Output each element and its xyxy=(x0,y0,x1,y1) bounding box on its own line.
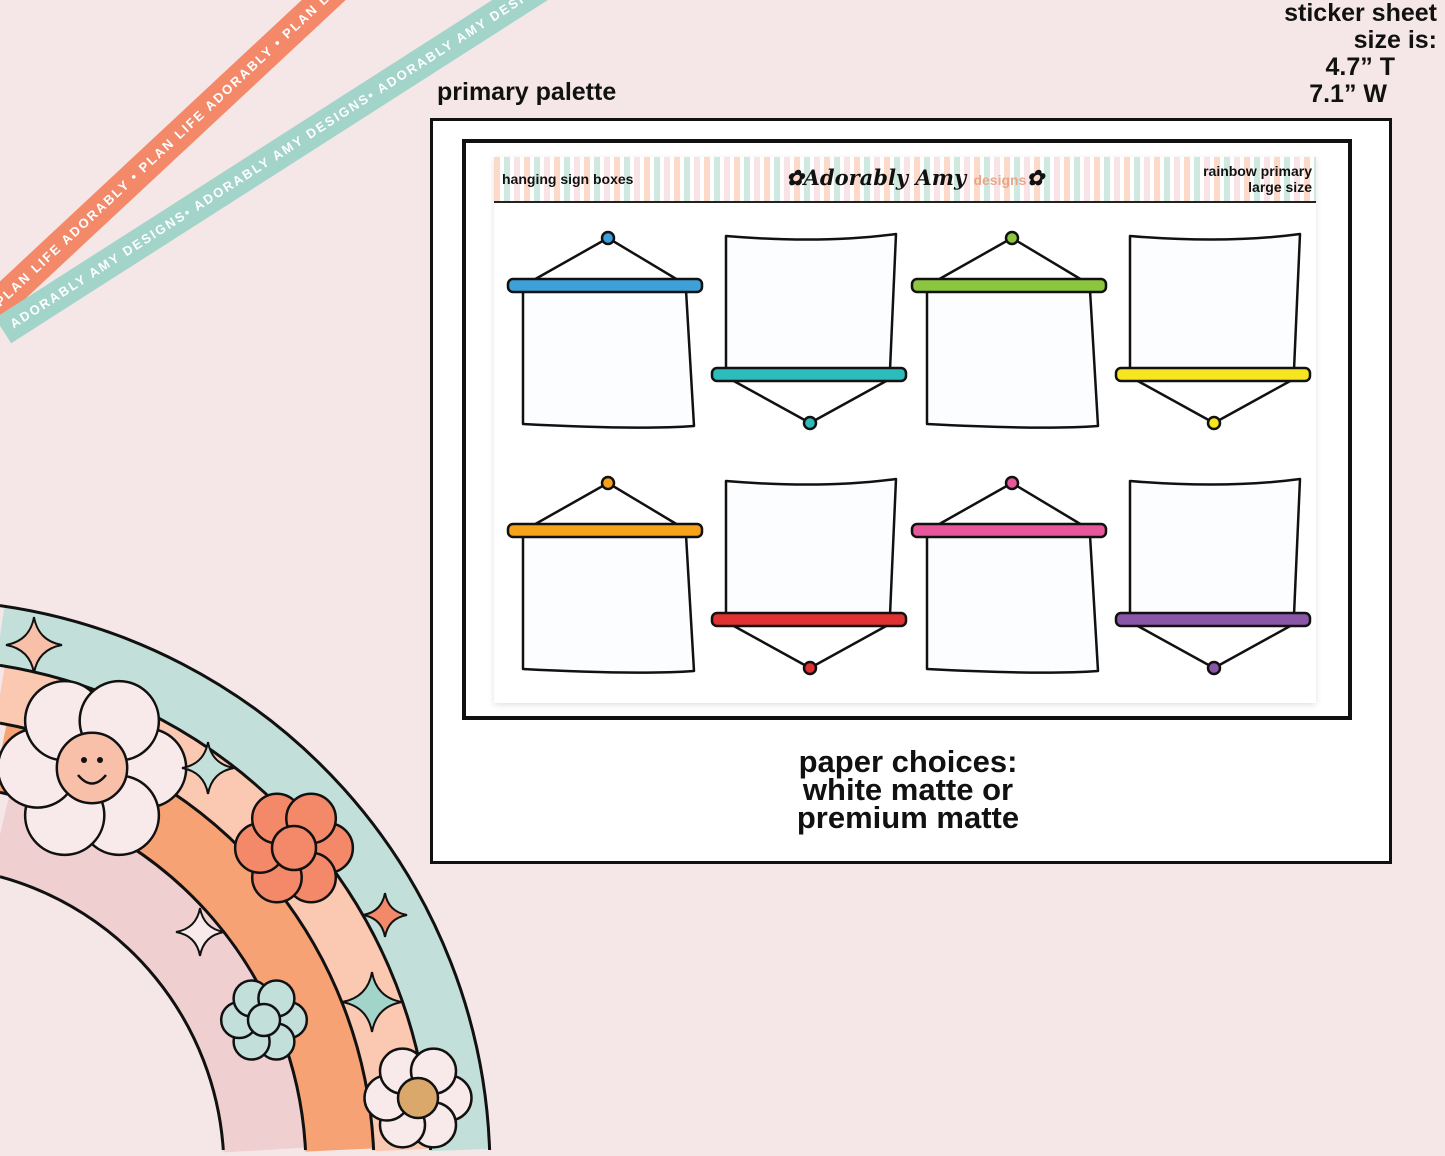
sign-bar xyxy=(910,522,1108,539)
sign-box xyxy=(925,288,1100,429)
palette-label: primary palette xyxy=(437,78,617,106)
hanging-sign-sticker xyxy=(910,230,1108,429)
rainbow-illustration xyxy=(0,604,492,1153)
pin-icon xyxy=(802,415,818,431)
eye-icon xyxy=(81,757,87,763)
sparkle-icon xyxy=(181,741,235,795)
eye-icon xyxy=(97,757,103,763)
hanging-sign-sticker xyxy=(1114,232,1312,431)
hanging-sign-sticker xyxy=(1114,477,1312,676)
hanging-sign-sticker xyxy=(910,475,1108,674)
sign-bar xyxy=(710,366,908,383)
rainbow-inner-outline xyxy=(0,875,225,1151)
paper-line: white matte or xyxy=(802,772,1014,807)
sheet-title: hanging sign boxes xyxy=(502,171,634,187)
teal-flower-icon xyxy=(219,979,309,1061)
hanging-sign-sticker xyxy=(506,230,704,429)
size-note-height: 4.7” T xyxy=(1325,53,1395,81)
rainbow-outline xyxy=(0,604,492,1151)
paper-line: premium matte xyxy=(796,800,1020,835)
sheet-header: hanging sign boxes ✿Adorably Amy designs… xyxy=(494,157,1316,203)
paper-line: paper choices: xyxy=(798,744,1018,779)
logo-text: Adorably Amy xyxy=(803,165,967,190)
pin-icon xyxy=(1004,230,1020,246)
pin-icon xyxy=(1004,475,1020,491)
sign-bar xyxy=(1114,611,1312,628)
paper-choices: paper choices: white matte or premium ma… xyxy=(430,744,1386,835)
brand-logo: ✿Adorably Amy designs✿ xyxy=(786,165,1044,190)
theme-name: rainbow primary xyxy=(1203,163,1312,179)
sign-box xyxy=(724,232,898,372)
sign-box xyxy=(521,288,696,429)
pin-icon xyxy=(1206,660,1222,676)
sparkle-icon xyxy=(175,907,225,957)
sign-box xyxy=(521,533,696,674)
sign-bar xyxy=(506,522,704,539)
smiley-flower-icon xyxy=(0,679,188,857)
sign-bar xyxy=(1114,366,1312,383)
pin-icon xyxy=(600,475,616,491)
sheet-theme: rainbow primary large size xyxy=(1203,163,1312,195)
size-note-width: 7.1” W xyxy=(1309,80,1387,108)
pin-icon xyxy=(802,660,818,676)
theme-size: large size xyxy=(1248,179,1312,195)
sheet-size-note: sticker sheet size is: 4.7” T 7.1” W xyxy=(1284,0,1437,108)
hanging-sign-sticker xyxy=(710,232,908,431)
smile-icon xyxy=(77,774,107,785)
size-note-line: size is: xyxy=(1353,26,1437,54)
logo-suffix: designs xyxy=(973,172,1027,188)
sign-box xyxy=(1128,477,1302,617)
sign-box xyxy=(1128,232,1302,372)
coral-flower-icon xyxy=(233,792,355,904)
pin-icon xyxy=(1206,415,1222,431)
sign-box xyxy=(925,533,1100,674)
sign-bar xyxy=(710,611,908,628)
sparkle-icon xyxy=(362,892,408,938)
hanging-sign-sticker xyxy=(506,475,704,674)
sign-bar xyxy=(506,277,704,294)
pin-icon xyxy=(600,230,616,246)
sign-bar xyxy=(910,277,1108,294)
hanging-sign-sticker xyxy=(710,477,908,676)
sparkle-icon xyxy=(341,971,403,1033)
sparkle-icon xyxy=(5,616,63,674)
white-flower-icon xyxy=(363,1047,473,1149)
sign-box xyxy=(724,477,898,617)
size-note-line: sticker sheet xyxy=(1284,0,1437,27)
